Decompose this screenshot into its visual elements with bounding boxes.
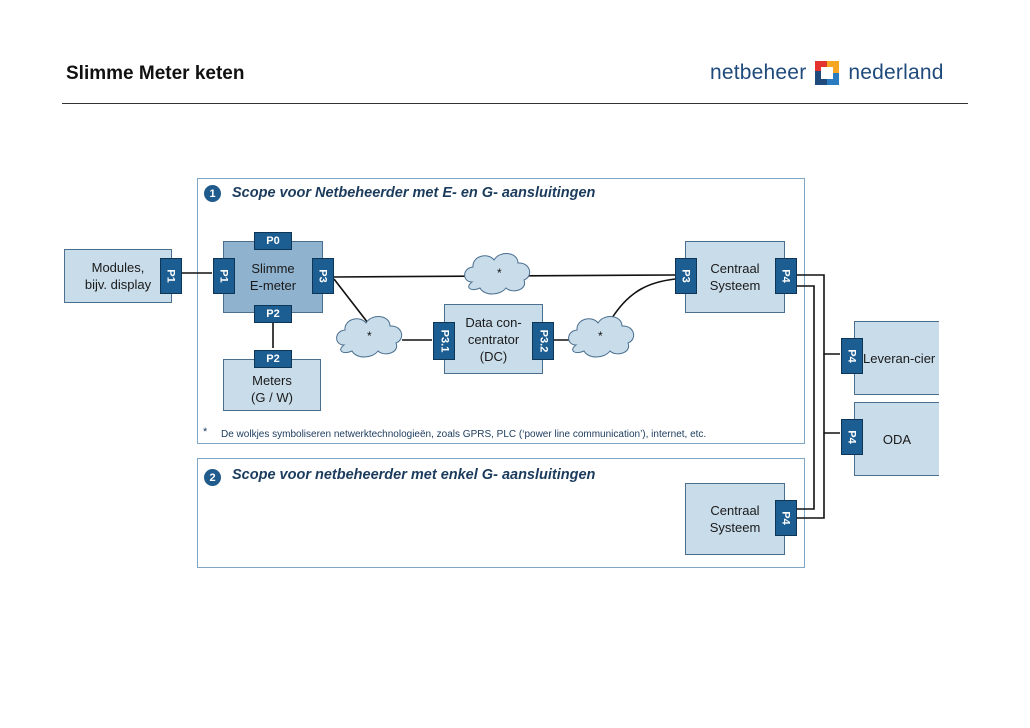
scope-1-title: Scope voor Netbeheerder met E- en G- aan… — [232, 185, 596, 201]
footnote: De wolkjes symboliseren netwerktechnolog… — [221, 429, 707, 440]
centraal-systeem-2-box: Centraal Systeem — [685, 483, 785, 555]
cloud-marker-right: * — [598, 329, 603, 343]
logo-mark-icon — [812, 58, 842, 88]
port-p2-meter: P2 — [254, 305, 292, 323]
wire-cs1-lev — [796, 274, 840, 355]
centraal-systeem-1-box: Centraal Systeem — [685, 241, 785, 313]
logo-text-right: nederland — [848, 61, 944, 84]
port-p2-meters: P2 — [254, 350, 292, 368]
port-p3-meter: P3 — [312, 258, 334, 294]
port-p4-leveranciers: P4 — [841, 338, 863, 374]
scope-2-badge: 2 — [204, 469, 221, 486]
wire-lev-oda — [823, 354, 840, 434]
port-p4-centraal-1: P4 — [775, 258, 797, 294]
leveranciers-box: Leveran-cier — [854, 321, 939, 395]
footnote-marker: * — [203, 426, 208, 438]
cloud-marker-left: * — [367, 329, 372, 343]
header-divider — [62, 103, 968, 104]
netbeheer-logo: netbeheer nederland — [710, 56, 944, 90]
scope-1-badge: 1 — [204, 185, 221, 202]
port-p4-centraal-2: P4 — [775, 500, 797, 536]
logo-text-left: netbeheer — [710, 61, 807, 84]
line-cloud-cs — [611, 278, 676, 319]
wire-cs1-cs2 — [796, 285, 815, 510]
cloud-marker-top: * — [497, 266, 502, 280]
port-p3-centraal: P3 — [675, 258, 697, 294]
port-p4-oda: P4 — [841, 419, 863, 455]
port-p3-2: P3.2 — [532, 322, 554, 360]
slimme-e-meter-box: Slimme E-meter — [223, 241, 323, 313]
modules-box: Modules, bijv. display — [64, 249, 172, 303]
port-p1-modules: P1 — [160, 258, 182, 294]
cloud-icon — [568, 316, 635, 358]
oda-box: ODA — [854, 402, 939, 476]
line-meter-cloud — [333, 278, 369, 324]
data-concentrator-box: Data con- centrator (DC) — [444, 304, 543, 374]
cloud-icon — [336, 316, 403, 358]
leveranciers-label: Leveran-cier — [863, 350, 936, 366]
port-p1-meter: P1 — [213, 258, 235, 294]
port-p3-1: P3.1 — [433, 322, 455, 360]
cloud-icon — [464, 253, 531, 295]
scope-2-title: Scope voor netbeheerder met enkel G- aan… — [232, 467, 596, 483]
wire-oda-cs2 — [796, 433, 825, 519]
port-p0: P0 — [254, 232, 292, 250]
page-title: Slimme Meter keten — [66, 63, 245, 84]
